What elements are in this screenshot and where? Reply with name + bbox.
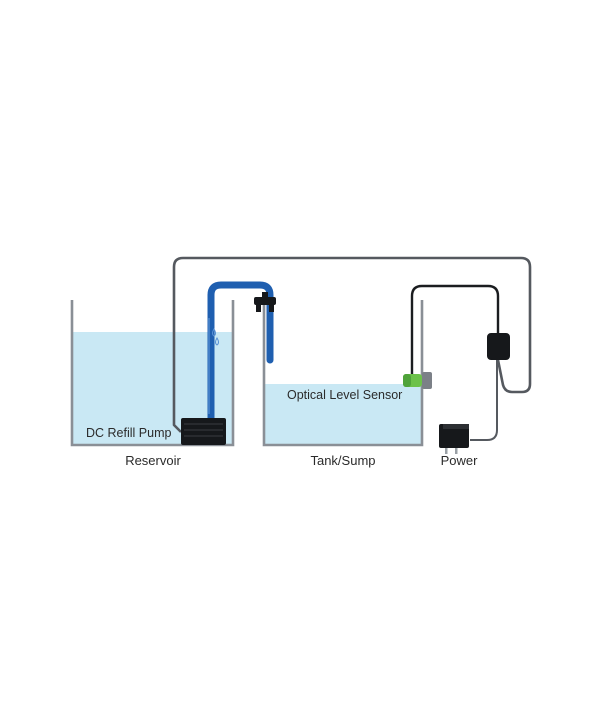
tank-sump bbox=[262, 300, 424, 447]
pump-label: DC Refill Pump bbox=[86, 426, 171, 440]
controller-icon bbox=[487, 333, 510, 360]
tank-walls bbox=[262, 300, 424, 447]
reservoir-walls bbox=[70, 300, 235, 447]
power-label: Power bbox=[441, 453, 479, 468]
power-adapter-icon bbox=[439, 424, 469, 454]
pump-icon bbox=[181, 418, 226, 445]
pump-cable bbox=[172, 256, 532, 433]
power-cable bbox=[470, 360, 498, 441]
optical-sensor-icon bbox=[403, 372, 432, 389]
tank-label: Tank/Sump bbox=[310, 453, 375, 468]
refill-tube bbox=[207, 281, 274, 424]
reservoir-label: Reservoir bbox=[125, 453, 181, 468]
tank-water bbox=[264, 384, 422, 445]
sensor-label: Optical Level Sensor bbox=[287, 388, 402, 402]
water-drip-icon bbox=[212, 328, 219, 346]
reservoir bbox=[70, 300, 235, 447]
check-valve-icon bbox=[254, 292, 276, 312]
sensor-cable bbox=[410, 284, 500, 380]
